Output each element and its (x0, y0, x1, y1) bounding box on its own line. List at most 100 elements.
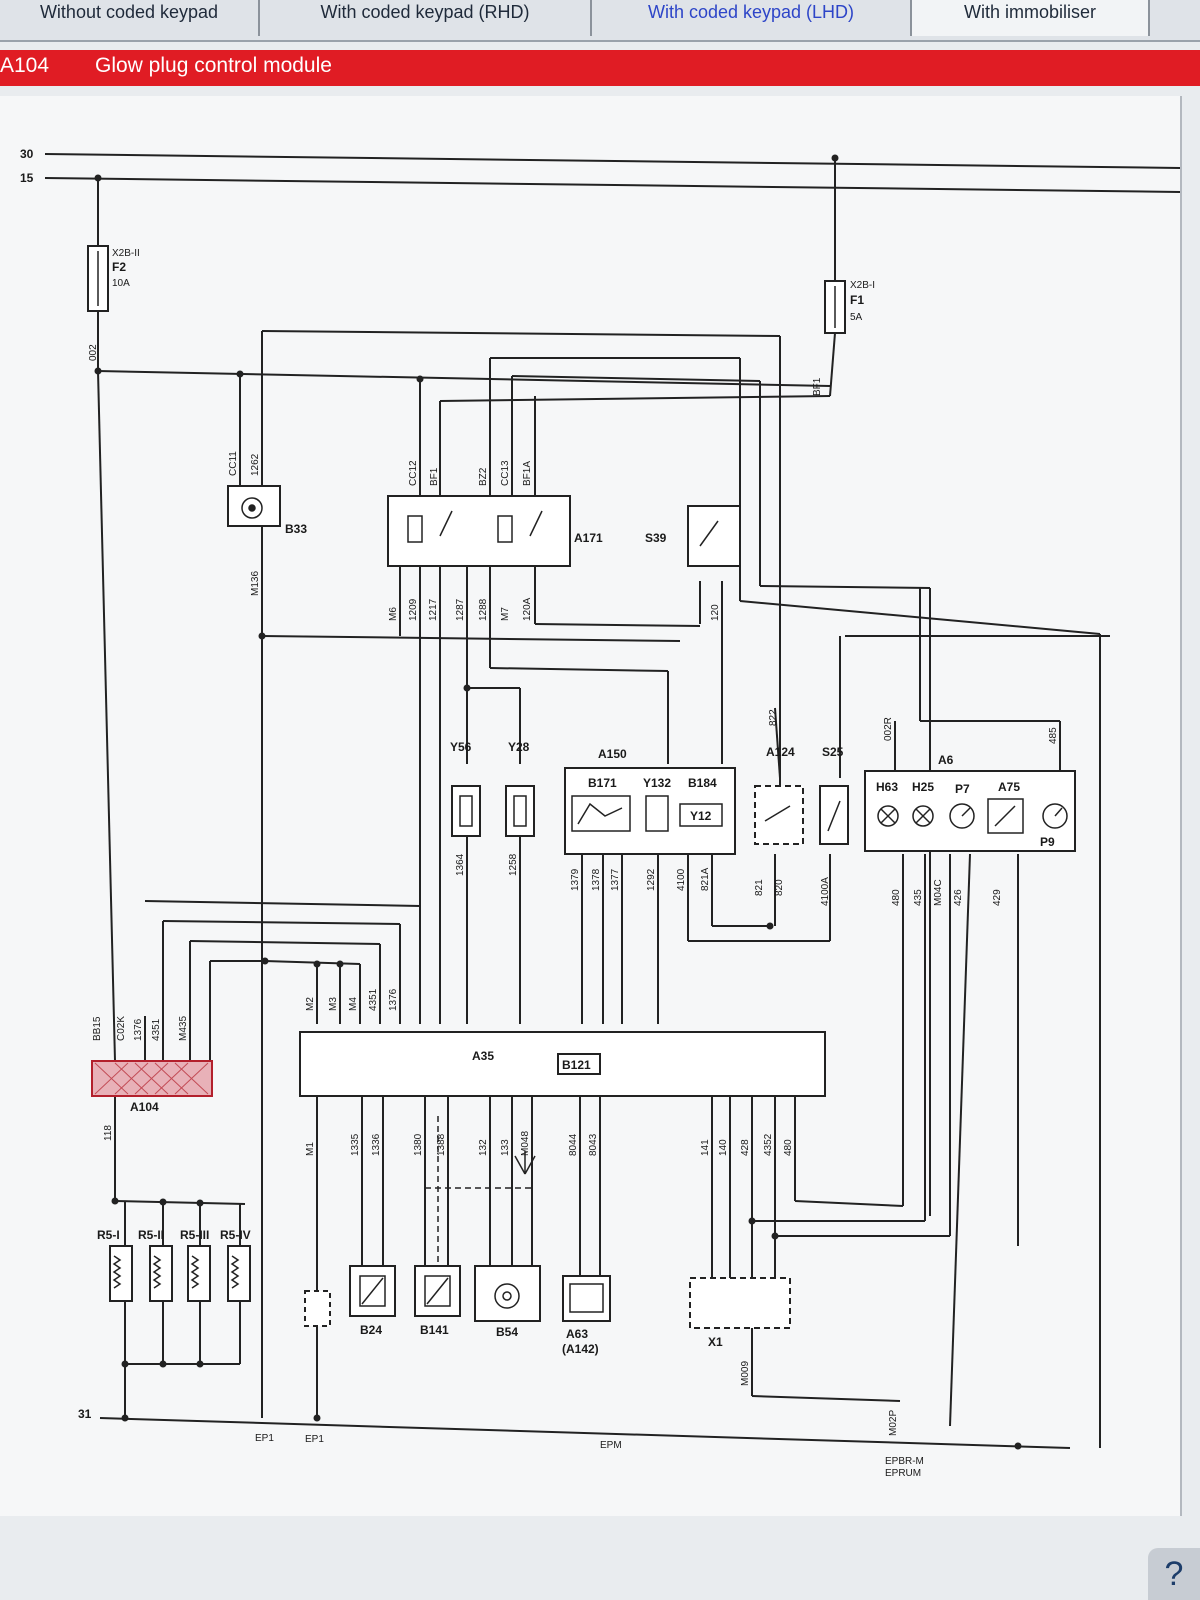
wire-1380: 1380 (413, 1133, 424, 1156)
a6-label: A6 (938, 753, 954, 767)
b54-sensor-box (474, 1265, 541, 1322)
wire-4351: 4351 (368, 988, 379, 1011)
wire-820: 820 (774, 879, 785, 896)
tab-with-immobiliser[interactable]: With immobiliser (912, 0, 1150, 36)
m1-ground-box (304, 1290, 331, 1327)
wire-1378: 1378 (591, 868, 602, 891)
wire-002r: 002R (883, 717, 894, 741)
a150-label: A150 (598, 747, 627, 761)
wire-133: 133 (500, 1139, 511, 1156)
a171-relay-box (387, 495, 571, 567)
s39-label: S39 (645, 531, 667, 545)
h25-label: H25 (912, 780, 934, 794)
y56-label: Y56 (450, 740, 472, 754)
wire-bf1: BF1 (812, 377, 823, 396)
r5-2-resistor (149, 1245, 173, 1302)
wiring-diagram-panel: 30 15 31 X2B-II F2 10A X2B-I F1 5A B33 A… (0, 96, 1182, 1516)
wire-435: 435 (913, 889, 924, 906)
r5-1-resistor (109, 1245, 133, 1302)
y28-valve-box (505, 785, 535, 837)
a35-ecu-box (299, 1031, 826, 1097)
b24-label: B24 (360, 1323, 382, 1337)
a35-label: A35 (472, 1049, 494, 1063)
a124-label: A124 (766, 745, 795, 759)
r5-1-label: R5-I (97, 1228, 120, 1242)
p7-label: P7 (955, 782, 970, 796)
x1-label: X1 (708, 1335, 723, 1349)
b171-label: B171 (588, 776, 617, 790)
tab-coded-keypad-lhd[interactable]: With coded keypad (LHD) (592, 0, 912, 36)
a171-label: A171 (574, 531, 603, 545)
a104-label: A104 (130, 1100, 159, 1114)
component-title: Glow plug control module (95, 54, 332, 77)
wire-821: 821 (754, 879, 765, 896)
wire-m009: M009 (740, 1361, 751, 1386)
r5-4-label: R5-IV (220, 1228, 251, 1242)
wire-c02k: C02K (116, 1016, 127, 1041)
wire-120a: 120A (522, 597, 533, 621)
tab-without-coded-keypad[interactable]: Without coded keypad (0, 0, 260, 36)
wire-m435: M435 (178, 1016, 189, 1041)
rail-15-label: 15 (20, 171, 34, 185)
a124-box (754, 785, 804, 845)
b54-label: B54 (496, 1325, 518, 1339)
wire-m3: M3 (328, 997, 339, 1011)
wire-m2: M2 (305, 997, 316, 1011)
fuse-f2-name: F2 (112, 260, 126, 274)
tab-coded-keypad-rhd[interactable]: With coded keypad (RHD) (260, 0, 592, 36)
p9-label: P9 (1040, 835, 1055, 849)
wire-1377: 1377 (610, 868, 621, 891)
wire-m048: M048 (520, 1131, 531, 1156)
wire-480: 480 (891, 889, 902, 906)
wire-bf1a: BF1A (522, 461, 533, 486)
r5-4-resistor (227, 1245, 251, 1302)
wire-m136: M136 (250, 571, 261, 596)
wire-1288: 1288 (478, 598, 489, 621)
r5-2-label: R5-II (138, 1228, 164, 1242)
h63-label: H63 (876, 780, 898, 794)
help-icon[interactable]: ? (1148, 1548, 1200, 1600)
wire-429: 429 (992, 889, 1003, 906)
wire-485: 485 (1048, 727, 1059, 744)
fuse-f1-rating: 5A (850, 312, 863, 323)
wire-120: 120 (710, 604, 721, 621)
wire-cc11: CC11 (228, 451, 239, 476)
wire-132: 132 (478, 1139, 489, 1156)
wire-1364: 1364 (455, 853, 466, 876)
wire-1376: 1376 (388, 988, 399, 1011)
wire-1376-a104: 1376 (133, 1018, 144, 1041)
rail-30-label: 30 (20, 147, 34, 161)
wire-bb15: BB15 (92, 1016, 103, 1041)
wire-4100a: 4100A (820, 877, 831, 906)
wire-1209: 1209 (408, 598, 419, 621)
wire-1217: 1217 (428, 598, 439, 621)
wire-m04c: M04C (933, 879, 944, 906)
b33-label: B33 (285, 522, 307, 536)
wire-m7: M7 (500, 607, 511, 621)
y132-label: Y132 (643, 776, 671, 790)
a63-label: A63 (566, 1327, 588, 1341)
component-title-bar: A104 Glow plug control module (0, 50, 1200, 86)
wiring-diagram: 30 15 31 X2B-II F2 10A X2B-I F1 5A B33 A… (20, 147, 1181, 1479)
a150-module-box (564, 767, 736, 855)
earth-ep1-a: EP1 (255, 1433, 274, 1444)
wire-4351-a104: 4351 (151, 1018, 162, 1041)
fuse-f2-rating: 10A (112, 278, 130, 289)
wire-m4: M4 (348, 997, 359, 1011)
tab-bar: Without coded keypad With coded keypad (… (0, 0, 1200, 42)
rail-31-label: 31 (78, 1407, 92, 1421)
wire-141: 141 (700, 1139, 711, 1156)
wire-1258: 1258 (508, 853, 519, 876)
b121-label: B121 (562, 1058, 591, 1072)
b141-label: B141 (420, 1323, 449, 1337)
wire-1292: 1292 (646, 868, 657, 891)
wire-428: 428 (740, 1139, 751, 1156)
wire-1262-top: 1262 (250, 453, 261, 476)
wire-1388: 1388 (436, 1133, 447, 1156)
wire-m02p: M02P (888, 1410, 899, 1436)
s25-label: S25 (822, 745, 844, 759)
earth-eprum: EPRUM (885, 1468, 921, 1479)
wire-1379: 1379 (570, 868, 581, 891)
a142-label: (A142) (562, 1342, 599, 1356)
